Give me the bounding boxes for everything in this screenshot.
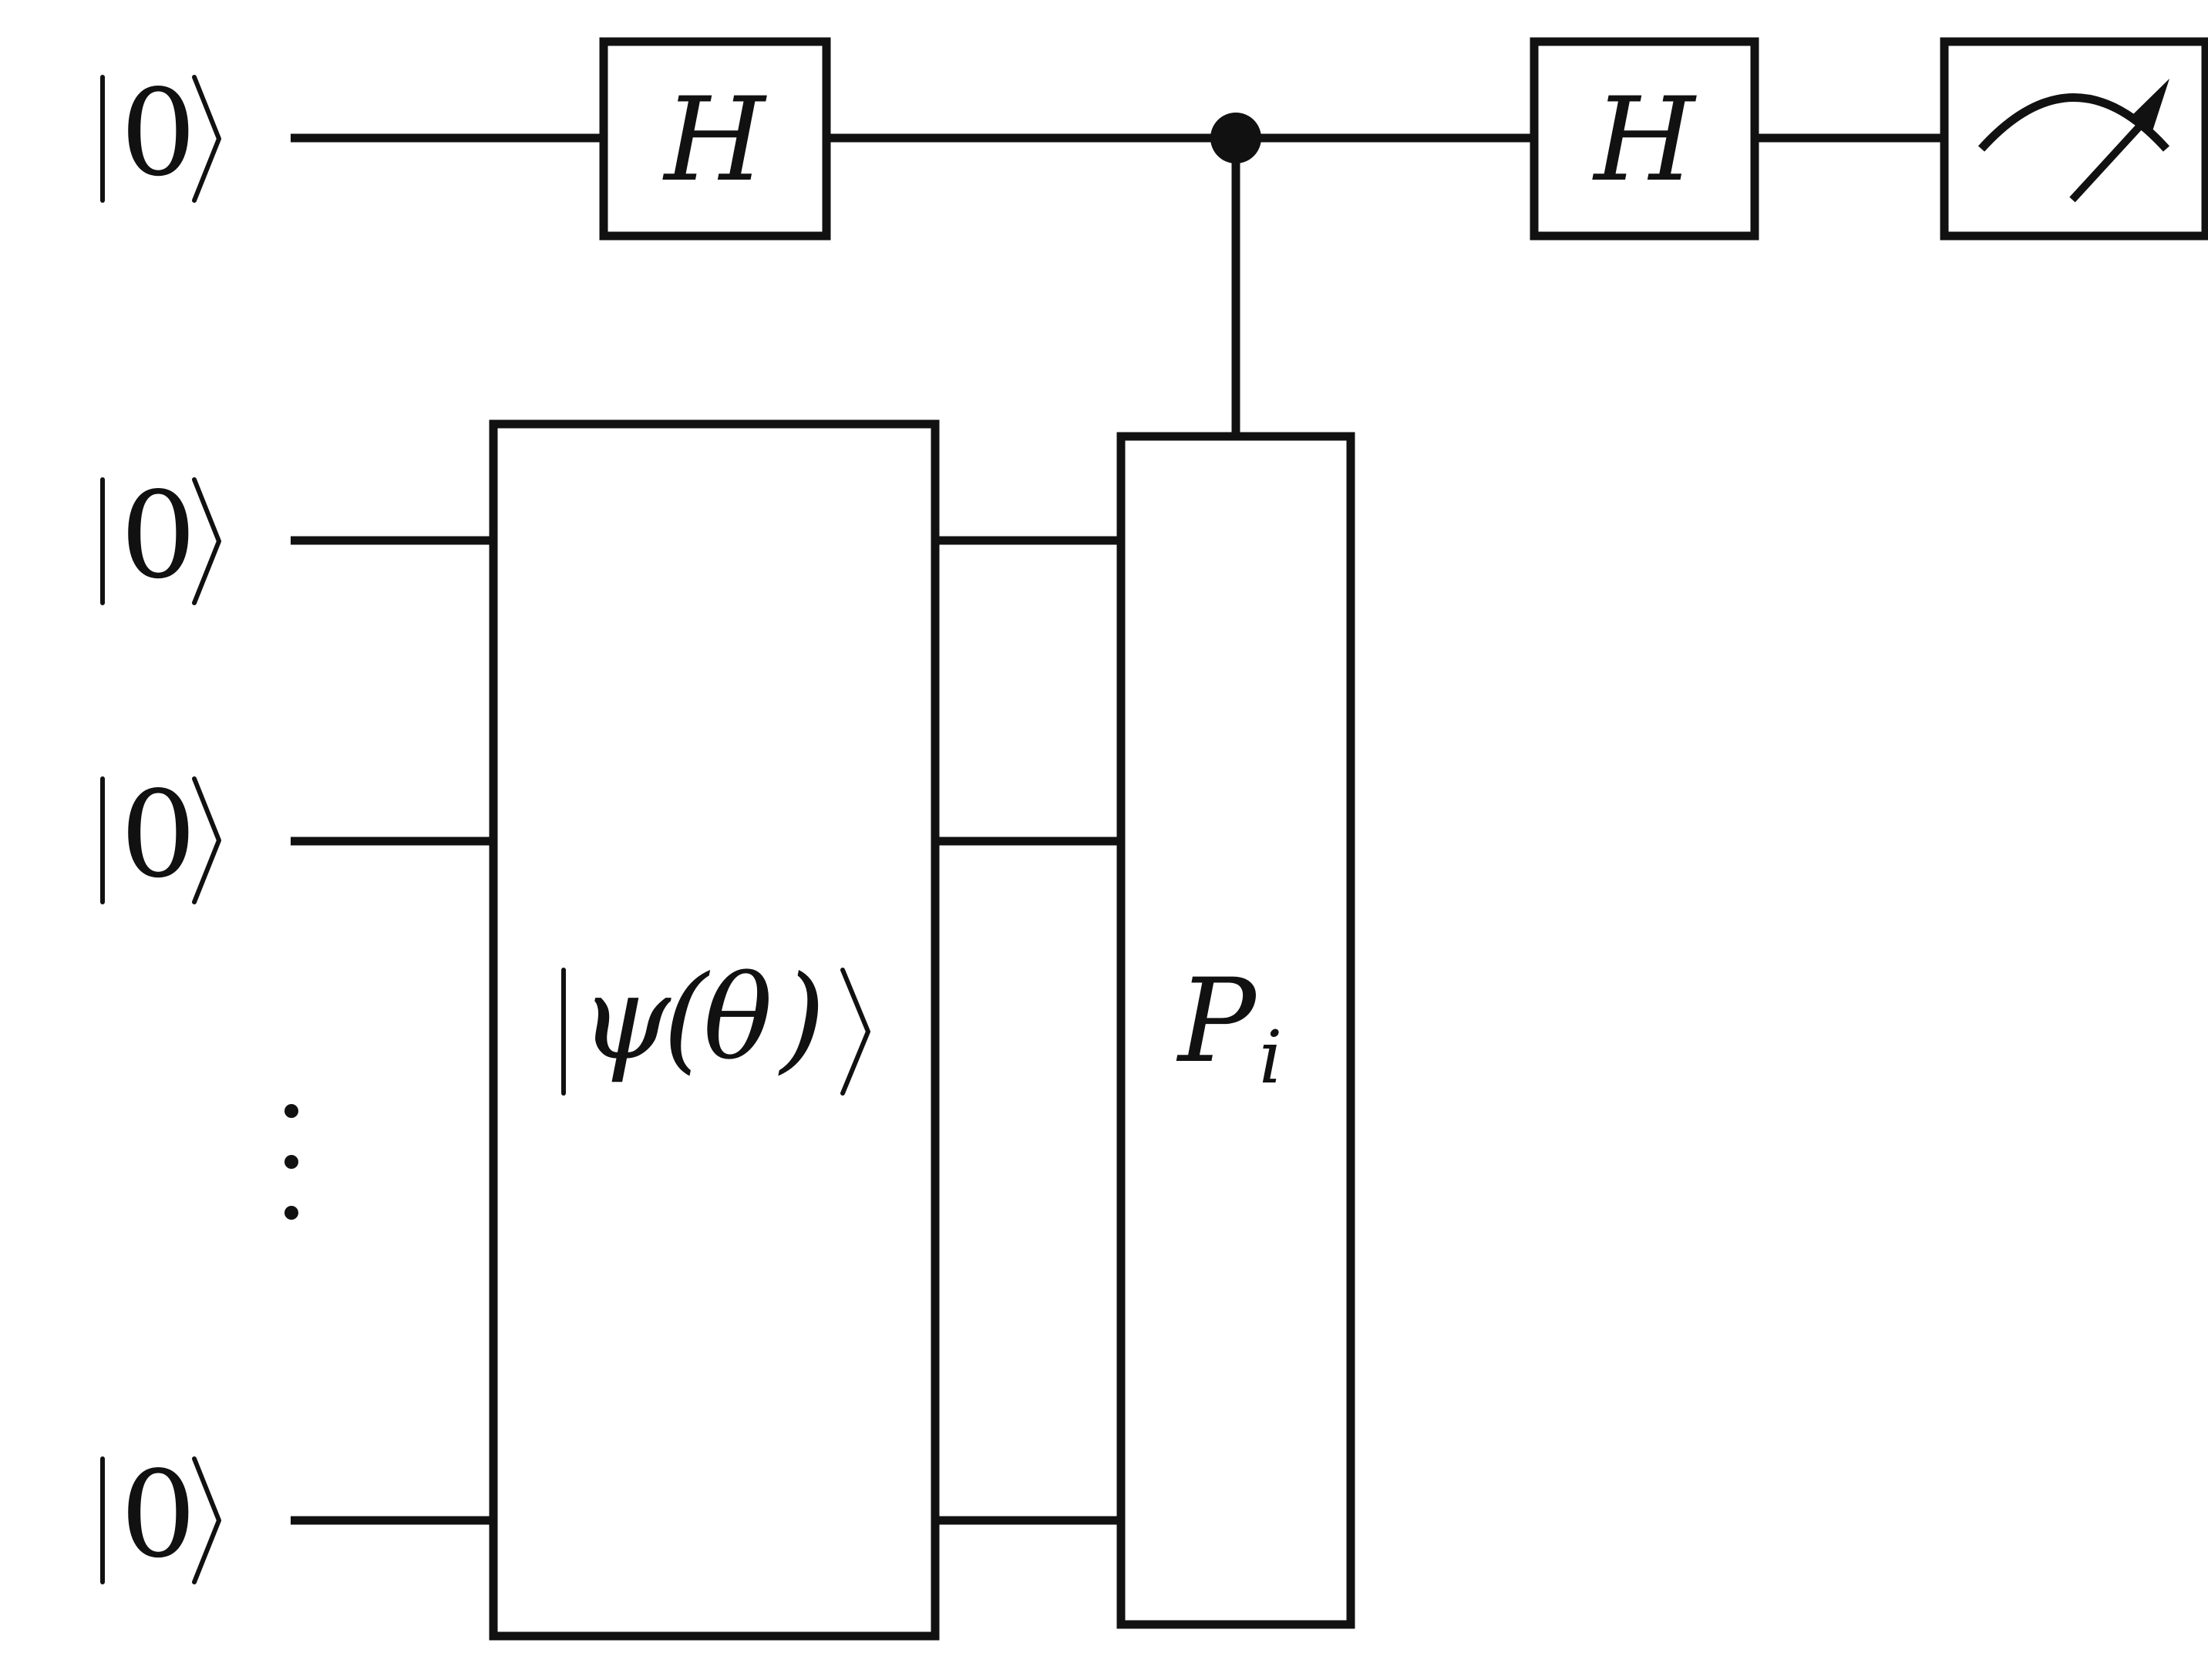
ket-qubit-0: 0 (100, 63, 221, 203)
state-prep-theta-argument: θ (703, 951, 772, 1086)
hadamard-gate-2-label: H (1592, 73, 1698, 207)
state-prep-open-paren: ( (663, 951, 711, 1086)
state-prep-gate: ψ ( θ ) (489, 419, 940, 1641)
ket-qubit-1: 0 (100, 466, 221, 605)
ket-qubit-3: 0 (100, 1445, 221, 1584)
pauli-gate-label: P (1176, 954, 1258, 1089)
hadamard-gate-1: H (599, 37, 831, 241)
measurement-gate (1940, 37, 2208, 241)
ket-qubit-3-label: 0 (120, 1445, 197, 1584)
ket-qubit-0-label: 0 (120, 63, 197, 203)
control-dot (1210, 113, 1261, 163)
ket-qubit-1-label: 0 (120, 466, 197, 605)
ket-qubit-2-label: 0 (120, 765, 197, 904)
pauli-gate-subscript: i (1259, 1015, 1282, 1100)
meter-icon (1977, 79, 2170, 203)
vertical-ellipsis (284, 1104, 298, 1220)
hadamard-gate-1-label: H (662, 73, 768, 207)
hadamard-gate-2: H (1530, 37, 1759, 241)
ket-qubit-2: 0 (100, 765, 221, 904)
state-prep-psi-symbol: ψ (580, 951, 671, 1086)
state-prep-close-paren: ) (778, 951, 826, 1086)
pauli-gate: P i (1116, 432, 1355, 1629)
